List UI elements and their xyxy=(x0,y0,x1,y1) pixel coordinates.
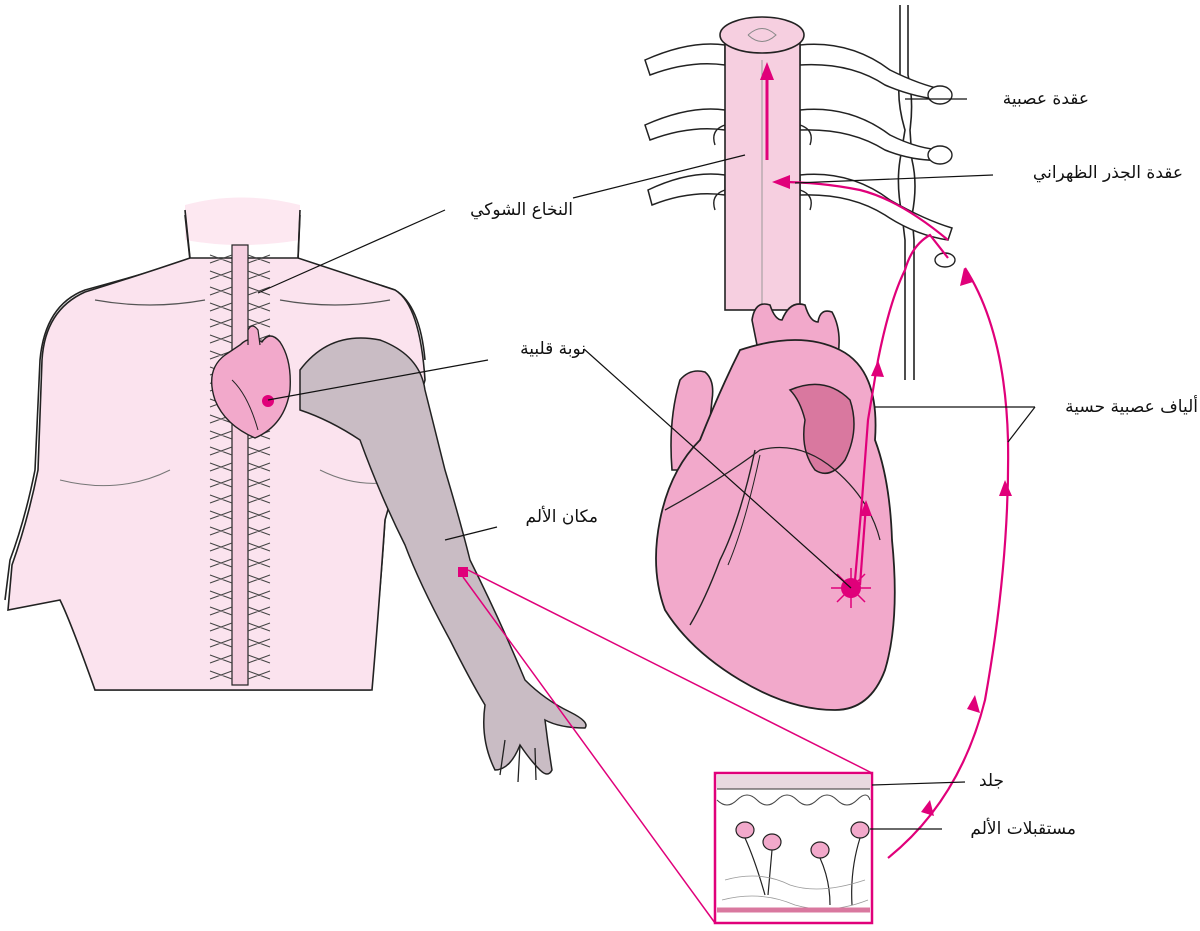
label-skin: جلد xyxy=(978,771,1004,791)
pathway-arrowheads xyxy=(860,268,1012,816)
label-dorsal-root-ganglion: عقدة الجذر الظهراني xyxy=(1032,163,1183,183)
pain-site-marker xyxy=(458,567,468,577)
pain-receptor-endings xyxy=(735,821,870,906)
torso-heart xyxy=(211,325,291,439)
large-heart xyxy=(655,303,896,711)
leader-lines xyxy=(257,98,1036,830)
arm-pain-region xyxy=(299,337,587,783)
label-heart-attack: نوبة قلبية xyxy=(520,339,586,359)
label-spinal-cord: النخاع الشوكي xyxy=(470,200,573,220)
skin-inset xyxy=(713,771,874,925)
label-ganglion: عقدة عصبية xyxy=(1002,89,1089,109)
spinal-cord-detail xyxy=(644,5,956,380)
label-sensory-nerve-fibers: ألياف عصبية حسية xyxy=(1065,397,1198,417)
label-pain-site: مكان الألم xyxy=(525,507,598,527)
magnification-lines xyxy=(462,569,873,924)
label-pain-receptors: مستقبلات الألم xyxy=(970,819,1076,839)
